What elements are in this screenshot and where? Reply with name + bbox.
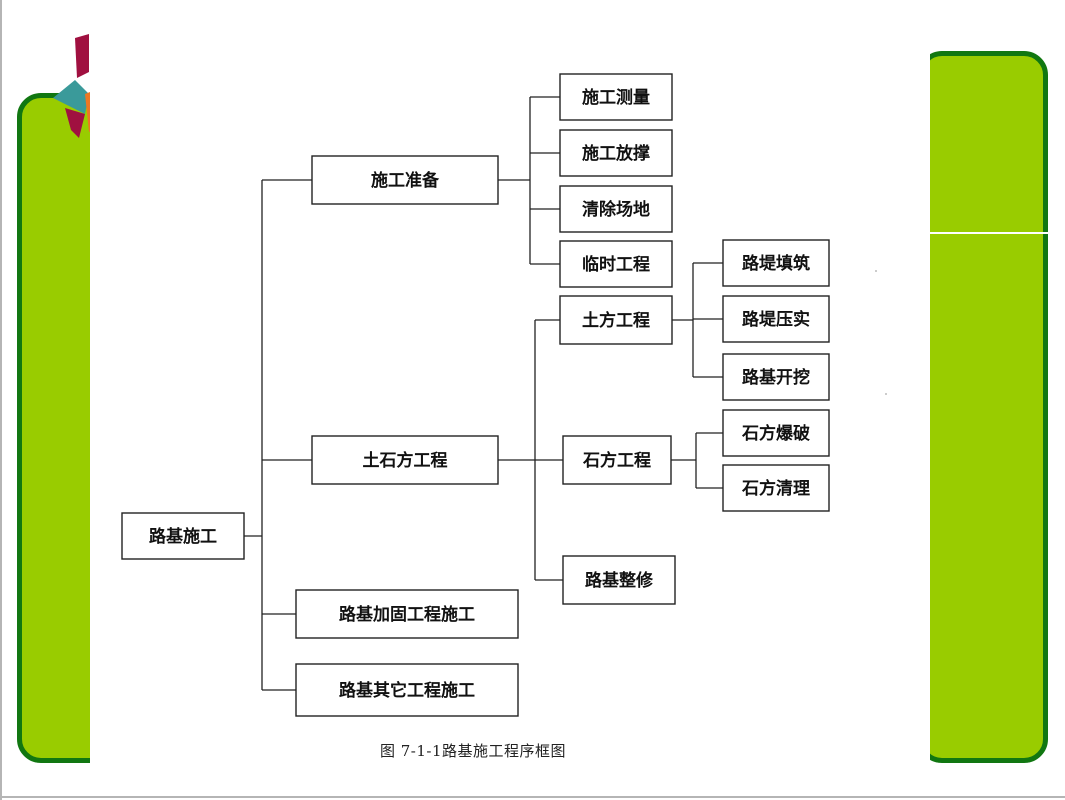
node-fill: 路堤填筑: [722, 239, 830, 287]
node-stakeout: 施工放撑: [559, 129, 673, 177]
node-survey: 施工测量: [559, 73, 673, 121]
node-label: 路堤压实: [742, 309, 810, 330]
node-clear: 清除场地: [559, 185, 673, 233]
scan-speck: [875, 270, 877, 272]
node-box: [311, 435, 499, 485]
node-label: 石方工程: [582, 450, 651, 471]
node-label: 临时工程: [582, 254, 650, 275]
node-box: [722, 353, 830, 401]
slide-frame-bottom: [0, 796, 1065, 798]
node-label: 路基开挖: [742, 367, 810, 388]
node-label: 路堤填筑: [742, 253, 810, 274]
node-label: 路基整修: [585, 570, 654, 591]
node-label: 施工测量: [582, 87, 650, 108]
node-trim: 路基整修: [562, 555, 676, 605]
node-box: [562, 435, 672, 485]
node-excavate: 路基开挖: [722, 353, 830, 401]
diagram-area: 路基施工 施工准备 施工测量施工放撑清除场地临时工程土石方工程 土方工程 路堤填筑路堤压…: [90, 38, 930, 766]
node-prep: 施工准备: [311, 155, 499, 205]
node-box: [559, 295, 673, 345]
node-box: [722, 409, 830, 457]
node-label: 土石方工程: [363, 450, 448, 471]
scan-speck: [885, 393, 887, 395]
node-label: 路基加固工程施工: [339, 604, 475, 625]
node-label: 石方清理: [741, 478, 810, 499]
node-earthrock: 土石方工程: [311, 435, 499, 485]
node-box: [559, 240, 673, 288]
node-label: 清除场地: [582, 199, 650, 220]
node-earth: 土方工程: [559, 295, 673, 345]
node-box: [559, 185, 673, 233]
right-green-panel: [918, 51, 1048, 763]
node-label: 路基施工: [149, 526, 217, 547]
node-label: 石方爆破: [741, 423, 810, 444]
node-rockclear: 石方清理: [722, 464, 830, 512]
node-box: [559, 73, 673, 121]
node-box: [121, 512, 245, 560]
node-box: [722, 464, 830, 512]
node-label: 路基其它工程施工: [339, 680, 475, 701]
node-root: 路基施工: [121, 512, 245, 560]
slide-frame-left: [0, 0, 2, 800]
node-box: [311, 155, 499, 205]
right-panel-divider: [923, 232, 1048, 234]
diagram-caption: 图 7-1-1路基施工程序框图: [380, 742, 567, 760]
node-compact: 路堤压实: [722, 295, 830, 343]
node-blast: 石方爆破: [722, 409, 830, 457]
node-reinforce: 路基加固工程施工: [295, 589, 519, 639]
node-rock: 石方工程: [562, 435, 672, 485]
node-box: [722, 295, 830, 343]
node-box: [722, 239, 830, 287]
node-label: 土方工程: [582, 310, 650, 331]
node-box: [295, 663, 519, 717]
node-other: 路基其它工程施工: [295, 663, 519, 717]
node-box: [562, 555, 676, 605]
node-label: 施工放撑: [582, 143, 650, 164]
node-box: [559, 129, 673, 177]
node-temp: 临时工程: [559, 240, 673, 288]
node-label: 施工准备: [371, 170, 440, 191]
node-box: [295, 589, 519, 639]
